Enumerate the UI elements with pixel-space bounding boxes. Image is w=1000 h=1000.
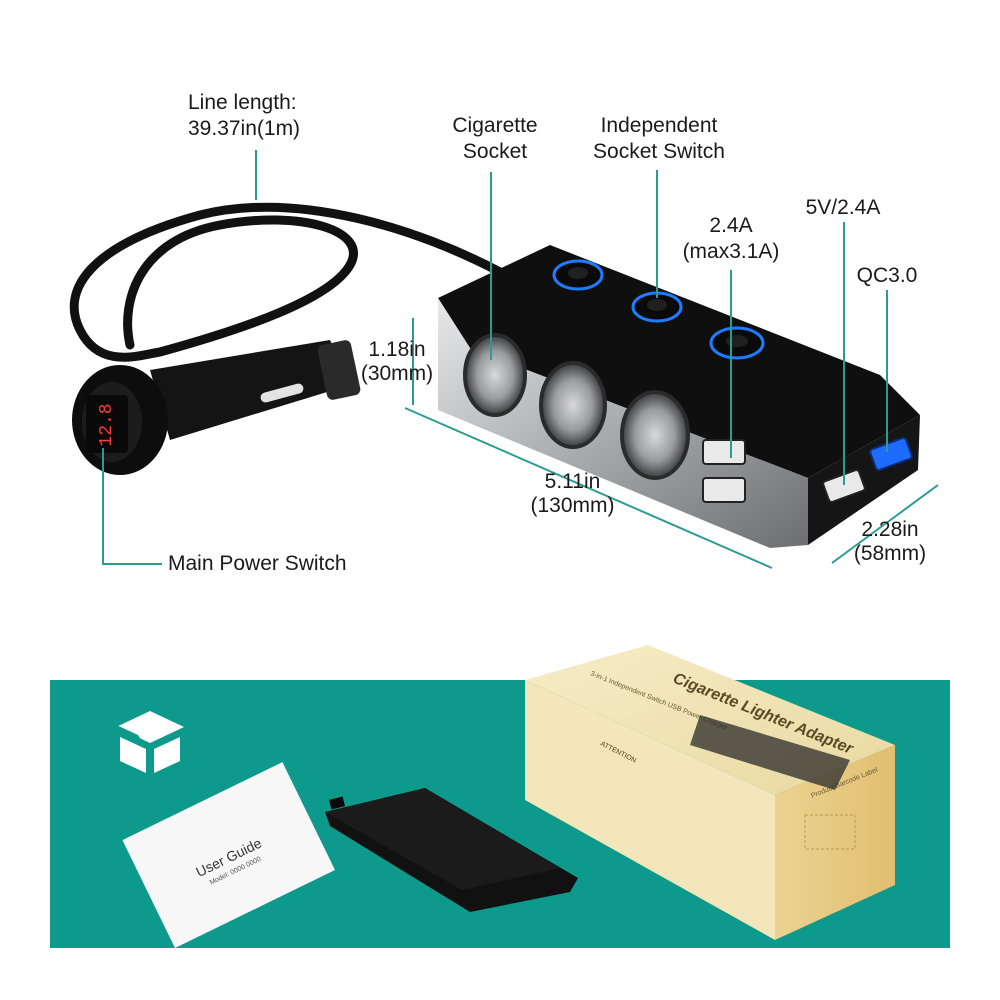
main-power-label: Main Power Switch (168, 552, 347, 575)
line-length-label: Line length: 39.37in(1m) (188, 91, 301, 140)
width-dimension: 2.28in (58mm) (853, 518, 927, 565)
svg-text:12.8: 12.8 (97, 403, 117, 446)
usb-port-5v (822, 469, 866, 503)
product-box: Cigarette Lighter Adapter 3-in-1 Indepen… (525, 645, 895, 940)
usb-5v-label: 5V/2.4A (805, 196, 881, 219)
usb-24a-label: 2.4A (max3.1A) (682, 214, 780, 263)
port-cover (325, 788, 578, 912)
callout-lines (102, 150, 939, 569)
voltage-display: 12.8 (86, 395, 128, 453)
user-guide: User Guide Model: 0000 0000 (122, 762, 336, 949)
usb-port-1 (702, 439, 746, 465)
independent-switch-label: Independent Socket Switch (593, 114, 725, 163)
length-dimension: 5.11in (130mm) (530, 470, 615, 517)
cigarette-socket-1 (463, 333, 527, 417)
height-dimension: 1.18in (30mm) (360, 338, 434, 385)
qc30-label: QC3.0 (856, 264, 918, 287)
power-cable (69, 202, 505, 362)
cigarette-socket-3 (620, 390, 690, 480)
power-hub (438, 245, 920, 548)
usb-port-2 (702, 477, 746, 503)
cigarette-socket-label: Cigarette Socket (452, 114, 538, 163)
package-icon (112, 711, 184, 773)
cigarette-socket-2 (539, 361, 607, 449)
